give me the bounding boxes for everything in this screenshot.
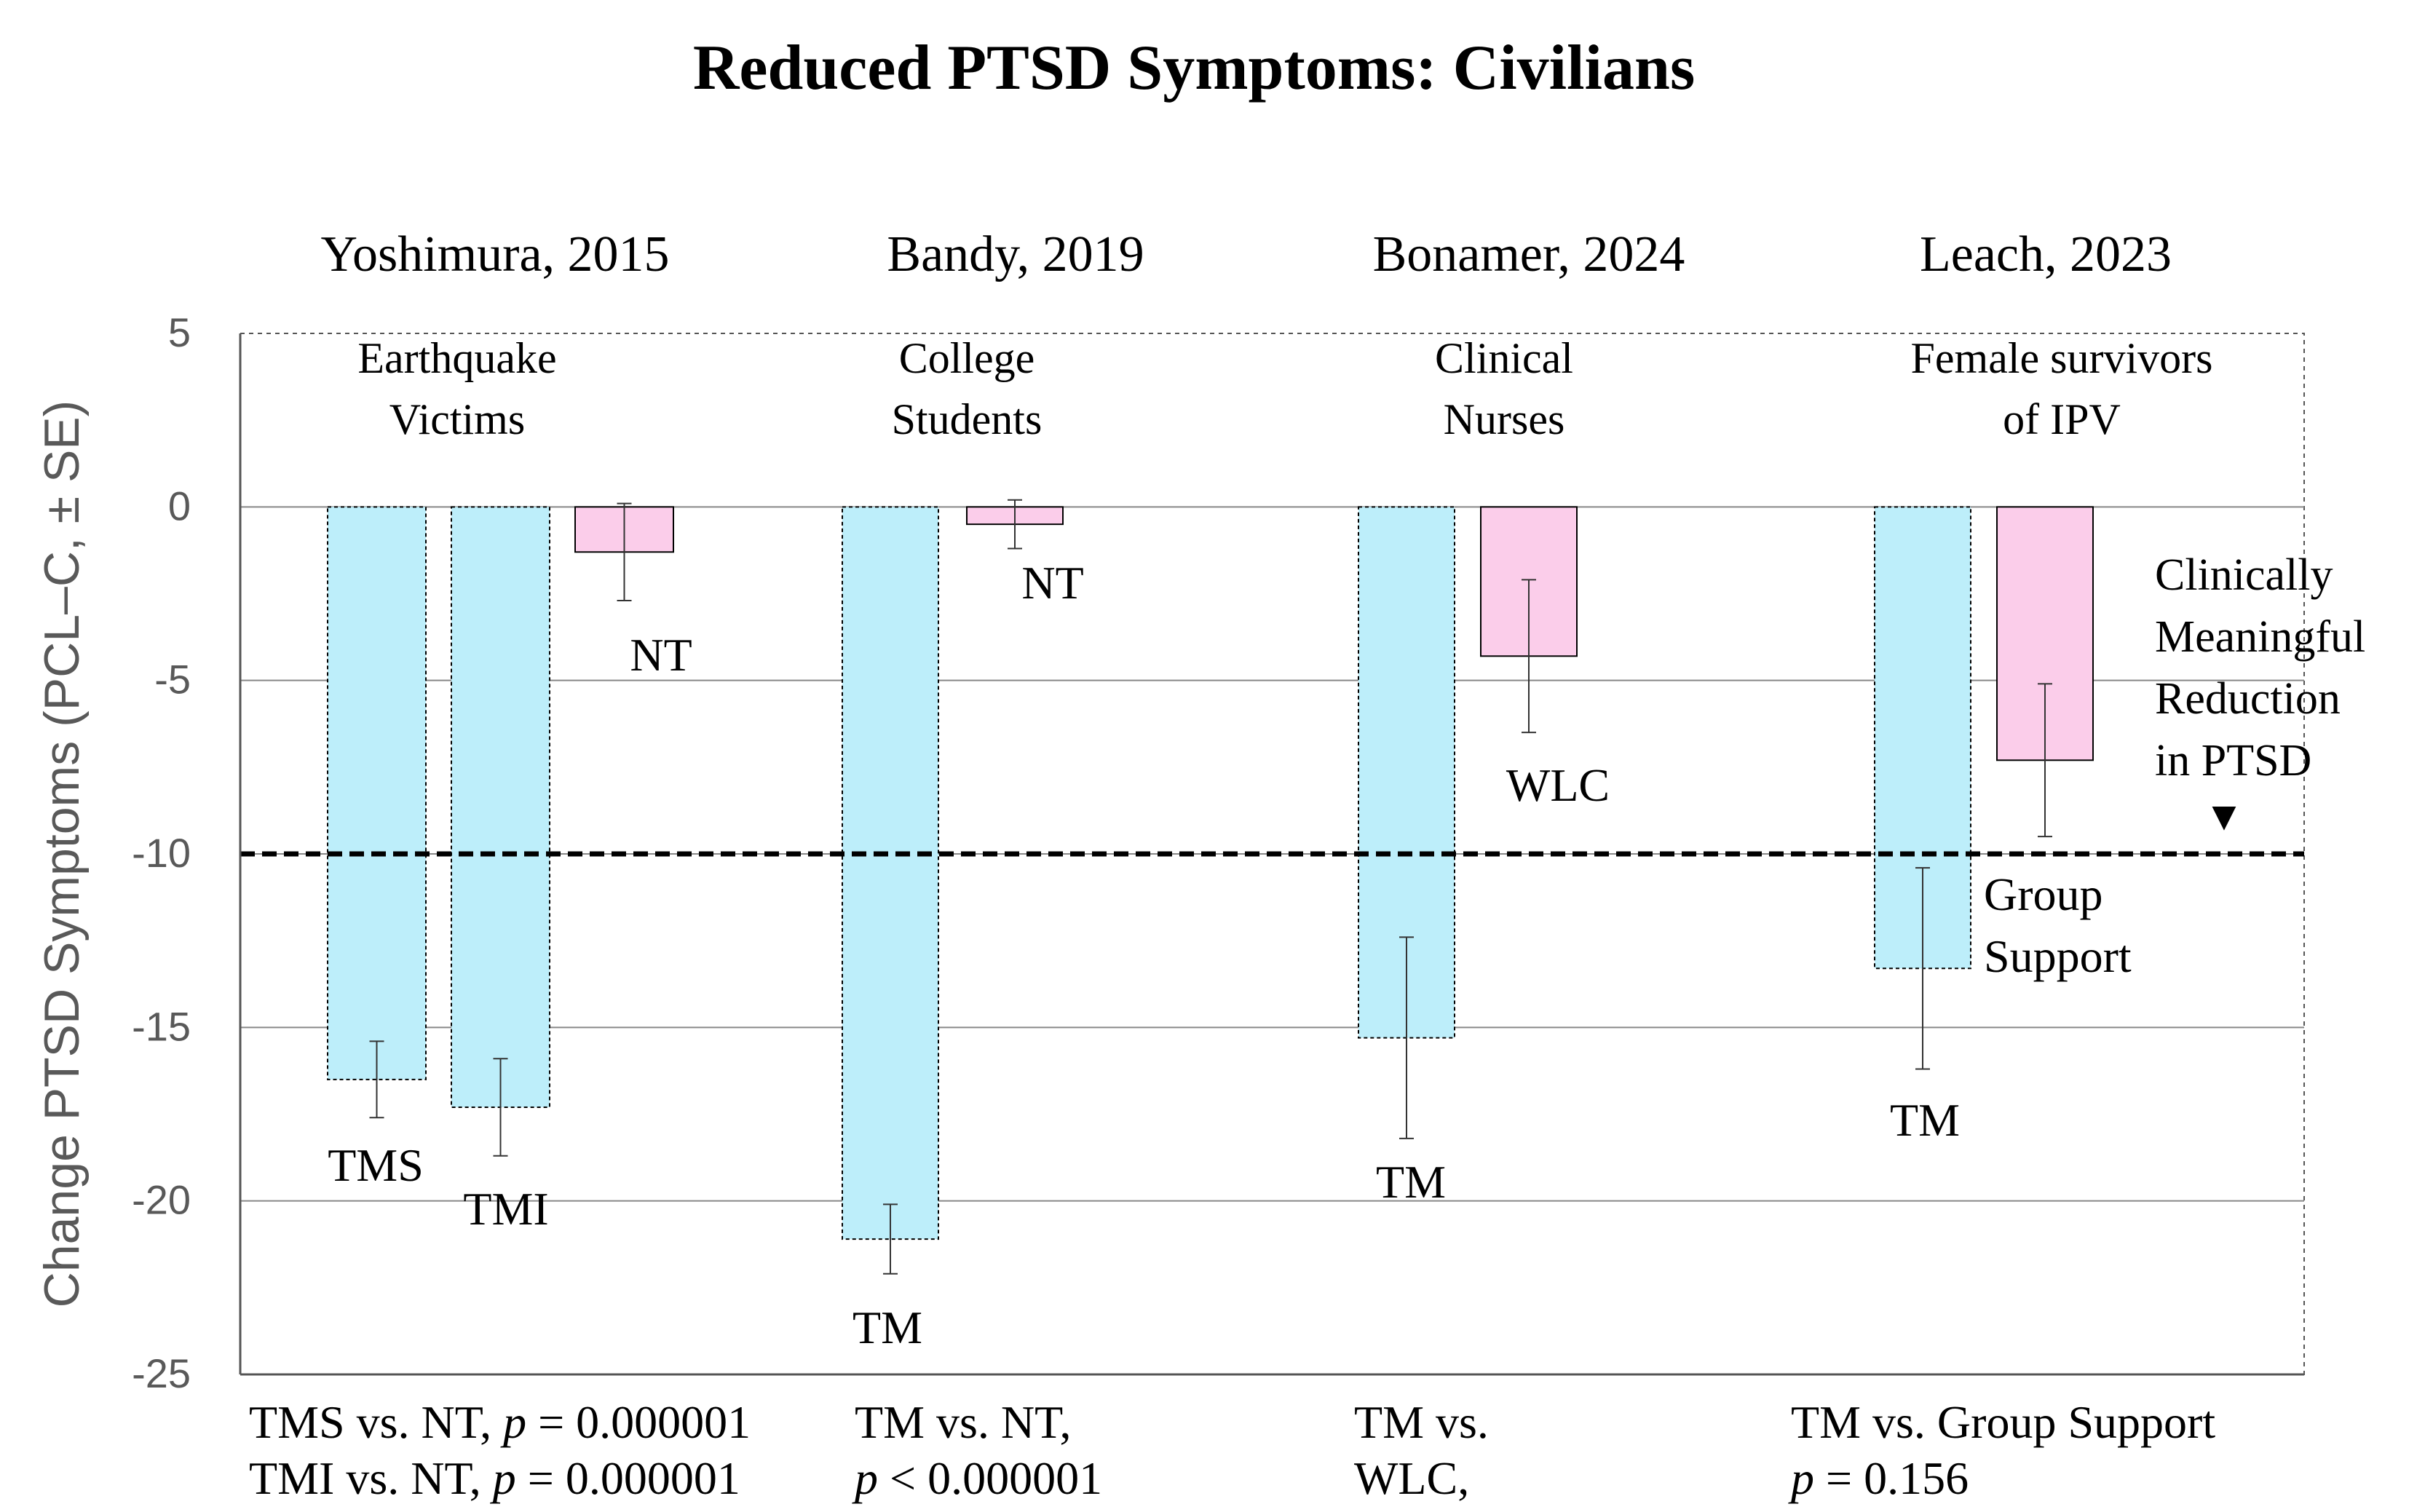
comparison-text: TMS vs. NT, p = 0.000001 [249, 1396, 751, 1448]
bar [451, 506, 550, 1108]
bar [327, 506, 427, 1080]
comparison-text-part: WLC, [1354, 1452, 1469, 1504]
bar-label: WLC [1506, 759, 1610, 811]
population-label: Earthquake [357, 334, 556, 382]
comparison-text: p < 0.000001 [852, 1452, 1102, 1504]
comparison-text-part: TM vs. NT, [855, 1396, 1071, 1448]
comparison-text-part: TMS vs. NT, [249, 1396, 503, 1448]
study-name: Leach, 2023 [1920, 226, 2172, 282]
comparison-text-part: = 0.000001 [516, 1452, 740, 1504]
population-label: Victims [389, 395, 525, 443]
bar [842, 506, 939, 1240]
comparison-text-part: < 0.000001 [878, 1452, 1102, 1504]
population-label: Clinical [1435, 334, 1573, 382]
bars [327, 506, 2094, 1240]
y-tick-label: 0 [168, 483, 191, 529]
comparison-text: p = 0.156 [1788, 1452, 1969, 1504]
y-axis-title: Change PTSD Symptoms (PCL–C, ± SE) [34, 400, 90, 1308]
bar-label: TM [852, 1302, 922, 1353]
bar-label: TMI [463, 1183, 548, 1235]
population-label: College [899, 334, 1035, 382]
reference-line-label: in PTSD [2155, 736, 2311, 785]
comparison-text-part: p [852, 1452, 878, 1504]
comparison-text-part: = 0.000001 [526, 1396, 751, 1448]
bar-label: NT [630, 629, 692, 681]
comparison-text: WLC, [1354, 1452, 1469, 1504]
study-name: Yoshimura, 2015 [320, 226, 669, 282]
reference-marker-icon: ▼ [2204, 794, 2244, 839]
bar-label: Support [1984, 930, 2132, 982]
comparison-text-part: TMI vs. NT, [249, 1452, 493, 1504]
comparison-text-part: p [490, 1452, 516, 1504]
study-name: Bandy, 2019 [887, 226, 1144, 282]
comparison-text: TM vs. [1354, 1396, 1489, 1448]
y-tick-label: -5 [154, 657, 191, 702]
y-tick-label: -15 [132, 1003, 191, 1049]
y-tick-label: -10 [132, 830, 191, 876]
study-name: Bonamer, 2024 [1373, 226, 1685, 282]
y-axis: 5 0 -5 -10 -15 -20 -25 Change PTSD Symptoms (PC… [34, 309, 2304, 1396]
reference-line-label: Meaningful [2155, 612, 2365, 662]
annotations: TMS TMI NT Yoshimura, 2015EarthquakeVictims… [249, 226, 2365, 1504]
y-tick-label: -20 [132, 1177, 191, 1223]
y-tick-label: -25 [132, 1350, 191, 1396]
population-label: of IPV [2003, 395, 2121, 443]
comparison-text-part: = 0.156 [1814, 1452, 1969, 1504]
y-tick-label: 5 [168, 309, 191, 355]
comparison-text: TMI vs. NT, p = 0.000001 [249, 1452, 740, 1504]
population-label: Female survivors [1911, 334, 2213, 382]
reference-line-label: Reduction [2155, 674, 2341, 724]
bar-label: TM [1890, 1094, 1960, 1146]
bar-label: TMS [328, 1139, 424, 1191]
comparison-text-part: p [1788, 1452, 1814, 1504]
population-label: Nurses [1444, 395, 1565, 443]
bar-label: Group [1984, 868, 2103, 920]
bar-label: TM [1376, 1156, 1446, 1208]
chart-title: Reduced PTSD Symptoms: Civilians [693, 33, 1695, 103]
population-label: Students [892, 395, 1043, 443]
comparison-text-part: p [500, 1396, 526, 1448]
reference-line-label: Clinically [2155, 550, 2333, 600]
error-bars [369, 499, 2052, 1275]
comparison-text: TM vs. NT, [855, 1396, 1071, 1448]
comparison-text: TM vs. Group Support [1791, 1396, 2215, 1448]
comparison-text-part: TM vs. Group Support [1791, 1396, 2215, 1448]
bar-label: NT [1021, 557, 1083, 609]
comparison-text-part: TM vs. [1354, 1396, 1489, 1448]
